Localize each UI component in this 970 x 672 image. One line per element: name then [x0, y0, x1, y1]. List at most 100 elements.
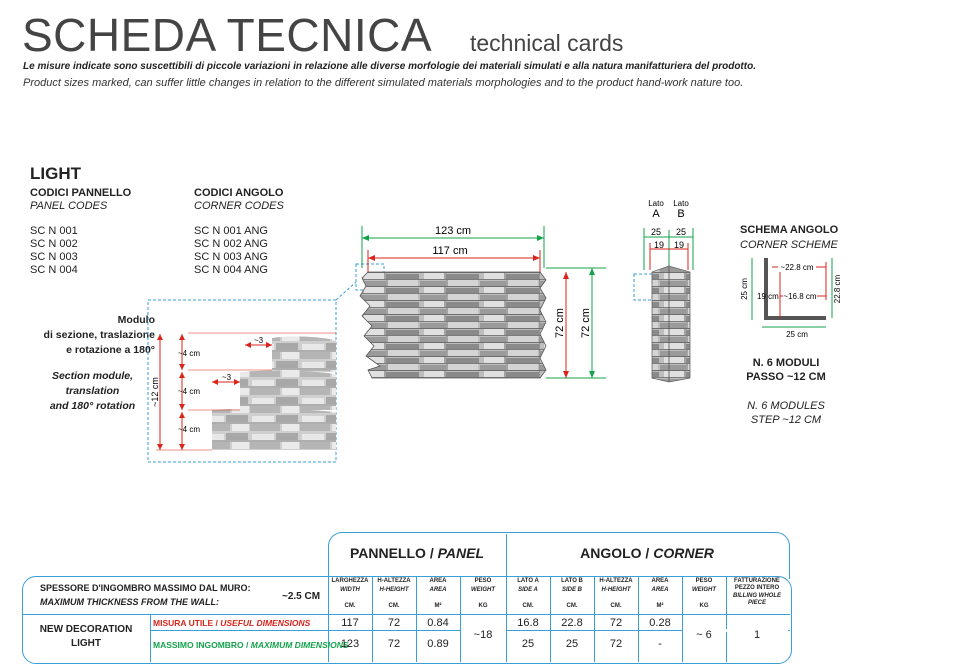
row-label-line: NEW DECORATION	[39, 624, 133, 635]
table-header-divider	[506, 534, 507, 576]
table-header-frame	[328, 532, 790, 579]
max-value-cell: 25	[521, 638, 535, 650]
corner-header-it: ANGOLO /	[580, 545, 650, 561]
table-frame	[22, 576, 792, 664]
useful-value-cell: 72	[609, 617, 623, 629]
panel-code: SC N 004	[30, 264, 78, 276]
column-header-unit: CM.	[522, 603, 534, 609]
corner-scheme-title: SCHEMA ANGOLO	[740, 224, 839, 236]
module-it-line: e rotazione a 180°	[66, 344, 155, 356]
corner-scheme-subtitle: CORNER SCHEME	[740, 239, 838, 251]
corner-code: SC N 002 ANG	[194, 238, 268, 250]
column-header-it: LATO B	[561, 578, 583, 584]
modules-en: N. 6 MODULES STEP ~12 CM	[736, 399, 836, 427]
column-header-it: LATO A	[517, 578, 539, 584]
column-header-unit	[726, 603, 788, 613]
useful-value-cell: 72	[387, 617, 401, 629]
corner-b-total: 25	[676, 227, 686, 237]
max-label-it: MASSIMO INGOMBRO /	[153, 640, 249, 650]
corner-code: SC N 004 ANG	[194, 264, 268, 276]
useful-value-cell: 0.28	[649, 617, 671, 629]
max-value-cell: 72	[609, 638, 623, 650]
technical-drawing: ~12 cm ~4 cm ~4 cm ~4 cm ~3 ~3	[147, 199, 842, 463]
scheme-22-8-top: ~22.8 cm	[780, 263, 813, 272]
module-en-line: Section module,	[51, 370, 134, 382]
max-value-cell: 123	[340, 638, 360, 650]
panel-code: SC N 001	[30, 225, 78, 237]
column-header-en: BILLING WHOLE PIECE	[733, 593, 781, 606]
module-offset-label: ~3	[254, 336, 264, 345]
module-it-line: di sezione, traslazione	[43, 329, 155, 341]
max-value-cell: 25	[565, 638, 579, 650]
column-header-it: AREA	[651, 578, 669, 584]
table-rule	[550, 576, 551, 662]
modules-en-line: N. 6 MODULES	[747, 400, 825, 412]
scheme-22-8-right: 22.8 cm	[833, 274, 842, 303]
column-header-en: SIDE B	[561, 587, 582, 593]
column-header-it: PESO	[474, 578, 492, 584]
row-label-line: LIGHT	[71, 638, 101, 649]
max-value-cell: 0.89	[427, 638, 449, 650]
panel-height-2: 72 cm	[580, 308, 592, 338]
panel-height-1: 72 cm	[554, 308, 566, 338]
corner-weight-cell: ~ 6	[696, 629, 712, 641]
corner-drawing: Lato A Lato B 25 25 19 19	[633, 199, 694, 383]
corner-codes-subtitle: CORNER CODES	[194, 200, 284, 212]
useful-label-it: MISURA UTILE /	[153, 618, 218, 628]
row-label: NEW DECORATION LIGHT	[22, 623, 150, 651]
thickness-value: ~2.5 CM	[282, 591, 321, 602]
column-header-it: H-ALTEZZA	[377, 578, 411, 584]
column-header-en: WEIGHT	[692, 587, 716, 593]
scheme-19: 19 cm	[757, 292, 779, 301]
table-rule	[682, 576, 683, 662]
corner-code: SC N 003 ANG	[194, 251, 268, 263]
modules-it-line: N. 6 MODULI	[752, 357, 820, 369]
useful-value-cell: 117	[341, 617, 359, 629]
module-row-label: ~4 cm	[178, 425, 200, 434]
column-header-en: WIDTH	[340, 587, 360, 593]
column-header-unit: CM.	[566, 603, 578, 609]
table-rule	[416, 576, 417, 662]
column-header-it: H-ALTEZZA	[599, 578, 633, 584]
column-header-en: H-HEIGHT	[379, 587, 409, 593]
table-rule	[150, 614, 151, 662]
table-rule	[638, 576, 639, 662]
column-header-en: AREA	[651, 587, 669, 593]
column-header-unit: CM.	[610, 603, 622, 609]
side-b: B	[677, 208, 684, 220]
module-total-label: ~12 cm	[150, 377, 160, 407]
useful-label-en: USEFUL DIMENSIONS	[220, 618, 311, 628]
column-header-it: PESO	[695, 578, 713, 584]
modules-en-line: STEP ~12 CM	[750, 414, 822, 426]
column-header-it: AREA	[429, 578, 447, 584]
product-name: LIGHT	[30, 164, 81, 183]
note-english: Product sizes marked, can suffer little …	[23, 77, 744, 89]
column-header-it: LARGHEZZA	[331, 578, 369, 584]
panel-code: SC N 003	[30, 251, 78, 263]
page-title: SCHEDA TECNICA	[22, 9, 433, 61]
module-row-label: ~4 cm	[178, 349, 200, 358]
scheme-25-bottom: 25 cm	[786, 330, 808, 339]
side-a-label: Lato	[648, 199, 664, 208]
table-rule	[460, 576, 461, 662]
column-header-unit: CM.	[344, 603, 356, 609]
column-header-en: H-HEIGHT	[601, 587, 631, 593]
panel-header-en: PANEL	[437, 545, 485, 561]
column-header-unit: CM.	[388, 603, 400, 609]
corner-header: ANGOLO / CORNER	[506, 545, 788, 561]
column-header-it: FATTURAZIONE PEZZO INTERO	[734, 578, 780, 591]
table-rule	[506, 576, 507, 662]
panel-weight-cell: ~18	[473, 629, 493, 641]
module-it-line: Modulo	[117, 314, 155, 326]
corner-a-total: 25	[651, 227, 661, 237]
corner-header-en: CORNER	[653, 545, 714, 561]
panel-width-useful: 117 cm	[432, 245, 467, 257]
module-en-line: and 180° rotation	[49, 400, 136, 412]
module-row-label: ~4 cm	[178, 387, 200, 396]
column-header-en: AREA	[429, 587, 447, 593]
scheme-25-left: 25 cm	[740, 278, 749, 300]
useful-dimensions-label: MISURA UTILE / USEFUL DIMENSIONS	[153, 618, 310, 628]
corner-scheme: ~22.8 cm ~16.8 cm 19 cm 25 cm 25 cm 22.8…	[740, 258, 842, 339]
module-offset-label: ~3	[222, 373, 232, 382]
max-value-cell: 72	[387, 638, 401, 650]
